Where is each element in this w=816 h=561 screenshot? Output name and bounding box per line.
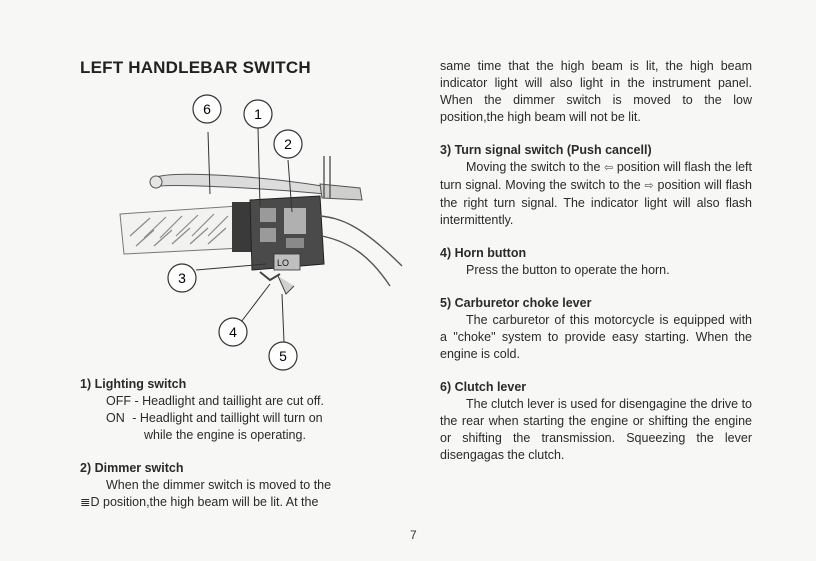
choke-text: The carburetor of this motorcycle is equ… <box>440 313 752 361</box>
mirror-stem <box>319 156 403 287</box>
svg-text:5: 5 <box>279 348 287 364</box>
left-arrow-icon: ⇦ <box>604 162 614 174</box>
page-number: 7 <box>410 528 417 542</box>
figure-label: LO <box>277 258 289 268</box>
turn-signal-heading: 3) Turn signal switch (Push cancell) <box>440 143 652 157</box>
high-beam-symbol-icon: ≣D <box>80 495 100 509</box>
callout-6: 6 <box>192 94 222 124</box>
lighting-heading: 1) Lighting switch <box>80 377 187 391</box>
callout-5: 5 <box>268 341 298 371</box>
horn-heading: 4) Horn button <box>440 246 527 260</box>
lighting-off-line: OFF - Headlight and taillight are cut of… <box>80 393 402 410</box>
page-title: LEFT HANDLEBAR SWITCH <box>80 58 311 77</box>
turn-text-a: Moving the switch to the <box>466 160 601 174</box>
right-column: same time that the high beam is lit, the… <box>440 58 752 464</box>
lighting-on-text-2: while the engine is operating. <box>144 428 306 442</box>
dimmer-line-2: ≣D position,the high beam will be lit. A… <box>80 494 402 511</box>
clutch-text: The clutch lever is used for disengagine… <box>440 397 752 462</box>
lighting-off-text: - Headlight and taillight are cut off. <box>134 394 324 408</box>
clutch-heading: 6) Clutch lever <box>440 380 527 394</box>
handlebar-switch-illustration: LO 6 <box>119 94 403 371</box>
dimmer-line-1: When the dimmer switch is moved to the <box>106 478 332 492</box>
callout-2: 2 <box>273 129 303 159</box>
dimmer-line-2-text: position,the high beam will be lit. At t… <box>103 495 319 509</box>
turn-signal-text: Moving the switch to the ⇦ position will… <box>440 159 752 229</box>
handlebar-grip <box>119 202 252 255</box>
callout-1: 1 <box>243 99 273 129</box>
switch-housing: LO <box>249 195 325 295</box>
svg-text:6: 6 <box>203 101 211 117</box>
dimmer-heading: 2) Dimmer switch <box>80 461 184 475</box>
lighting-on-line: ON - Headlight and taillight will turn o… <box>80 410 402 427</box>
svg-text:4: 4 <box>229 324 237 340</box>
left-column: 1) Lighting switch OFF - Headlight and t… <box>80 376 402 511</box>
turn-text-c: position will flash the right turn signa… <box>440 178 752 227</box>
lighting-on-text: - Headlight and taillight will turn on <box>132 411 323 425</box>
svg-text:2: 2 <box>284 136 292 152</box>
dimmer-continued: same time that the high beam is lit, the… <box>440 59 752 124</box>
choke-heading: 5) Carburetor choke lever <box>440 296 592 310</box>
callout-3: 3 <box>167 263 197 293</box>
right-arrow-icon: ⇨ <box>644 180 654 192</box>
turn-text-b: position will flash the left turn signal… <box>440 160 752 192</box>
lighting-on-label: ON <box>106 411 125 425</box>
svg-text:1: 1 <box>254 106 262 122</box>
horn-text: Press the button to operate the horn. <box>466 263 670 277</box>
callout-4: 4 <box>218 317 248 347</box>
svg-text:3: 3 <box>178 270 186 286</box>
lighting-off-label: OFF <box>106 394 131 408</box>
leader-lines <box>195 127 293 343</box>
